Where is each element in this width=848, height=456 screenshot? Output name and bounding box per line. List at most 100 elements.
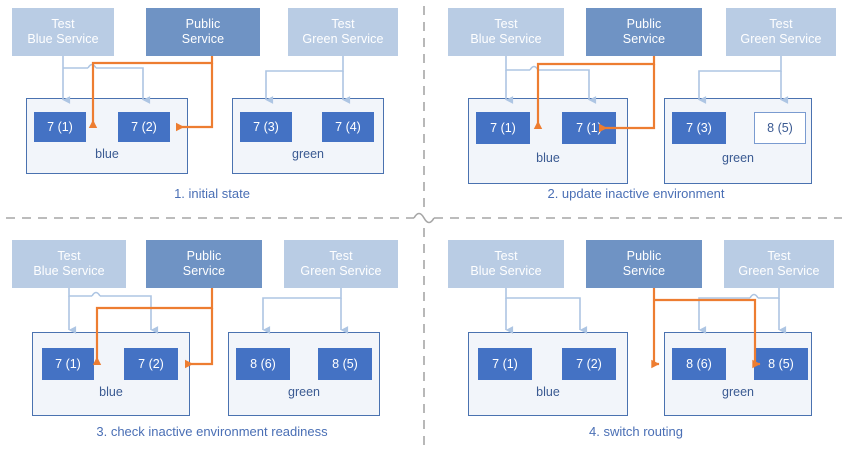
p2-route-to-inst1 [533,56,656,129]
instance-blue-1: 7 (1) [478,348,532,380]
svc-line2: Blue Service [27,32,99,46]
p1-test-green-left [265,56,344,104]
p3-test-green-left [262,288,342,334]
test-blue-service-label: Test Blue Service [33,249,104,279]
public-service-box: Public Service [586,8,702,56]
p4-route-to-inst1 [651,288,660,369]
environment-green-label: green [288,385,320,399]
p1-route-to-inst1 [88,56,214,128]
svc-line2: Green Service [300,264,382,278]
public-service-box: Public Service [586,240,702,288]
p2-test-blue-h1 [505,56,530,71]
instance-blue-1: 7 (1) [42,348,94,380]
public-service-box: Public Service [146,8,260,56]
instance-green-2: 8 (5) [754,112,806,144]
instance-green-1: 8 (6) [672,348,726,380]
test-green-service-box: Test Green Service [288,8,398,56]
test-blue-service-label: Test Blue Service [27,17,98,47]
test-green-service-label: Test Green Service [740,17,821,47]
svc-line1: Public [626,249,662,263]
instance-blue-2: 7 (1) [562,112,616,144]
svc-line1: Test [769,17,793,31]
svc-line2: Service [182,264,226,278]
p2-test-green-left [698,56,782,104]
panel-3: Test Blue Service Public Service Test Gr… [0,228,424,456]
p3-test-blue-jump [91,291,101,297]
p3-route-to-inst2 [185,308,214,369]
svc-line2: Green Service [738,264,820,278]
panel-caption: 1. initial state [174,186,250,201]
p2-test-blue-h2 [538,69,597,104]
panel-caption: 4. switch routing [589,424,683,439]
p3-test-blue-h1 [68,288,92,297]
panel-4: Test Blue Service Public Service Test Gr… [424,228,848,456]
instance-green-2: 8 (5) [318,348,372,380]
instance-green-2: 7 (4) [322,112,374,142]
environment-green-label: green [722,385,754,399]
p3-route-to-inst1 [92,288,214,365]
test-green-service-label: Test Green Service [738,249,819,279]
p3-test-blue-h2 [100,295,159,334]
svc-line1: Test [329,249,353,263]
public-service-label: Public Service [183,249,225,279]
p4-test-green-h1 [758,288,780,299]
instance-blue-2: 7 (2) [124,348,178,380]
p1-route-to-inst2 [176,63,214,132]
public-service-label: Public Service [623,249,665,279]
p2-route-to-inst2 [599,64,656,133]
p4-route-to-inst2 [654,298,761,369]
public-service-label: Public Service [182,17,224,47]
panel-caption: 2. update inactive environment [547,186,725,201]
panel-2: Test Blue Service Public Service Test Gr… [424,0,848,228]
svc-line1: Test [57,249,81,263]
public-service-box: Public Service [146,240,262,288]
p2-test-blue-jump [529,65,539,71]
instance-blue-2: 7 (2) [118,112,170,142]
environment-blue-label: blue [536,151,560,165]
test-blue-service-box: Test Blue Service [12,240,126,288]
instance-green-1: 8 (6) [236,348,290,380]
test-blue-service-box: Test Blue Service [448,240,564,288]
p4-test-green-h2 [698,297,750,334]
environment-blue-label: blue [536,385,560,399]
environment-green-label: green [722,151,754,165]
svc-line2: Service [181,32,225,46]
test-blue-service-box: Test Blue Service [448,8,564,56]
svc-line1: Public [186,249,222,263]
environment-blue-label: blue [99,385,123,399]
instance-blue-2: 7 (2) [562,348,616,380]
instance-blue-1: 7 (1) [476,112,530,144]
panel-dividers [6,6,842,450]
test-green-service-label: Test Green Service [302,17,383,47]
svc-line2: Blue Service [33,264,105,278]
svc-line2: Green Service [302,32,384,46]
svc-line1: Test [767,249,791,263]
test-blue-service-box: Test Blue Service [12,8,114,56]
test-green-service-box: Test Green Service [724,240,834,288]
svc-line1: Test [331,17,355,31]
p4-test-green-jump [749,293,759,299]
test-blue-service-label: Test Blue Service [470,17,541,47]
p1-test-blue-h2 [96,67,151,104]
panel-1: Test Blue Service Public Service Test Gr… [0,0,424,228]
instance-blue-1: 7 (1) [34,112,86,142]
test-green-service-box: Test Green Service [726,8,836,56]
svc-line1: Public [626,17,662,31]
divider-crossing-jump [413,212,435,224]
p4-test-blue-right [505,288,588,334]
svc-line2: Blue Service [470,32,542,46]
svc-line2: Service [622,264,666,278]
instance-green-1: 7 (3) [240,112,292,142]
svc-line1: Test [494,17,518,31]
svc-line1: Public [185,17,221,31]
environment-blue-label: blue [95,147,119,161]
svc-line2: Service [622,32,666,46]
instance-green-1: 7 (3) [672,112,726,144]
svc-line2: Blue Service [470,264,542,278]
test-green-service-label: Test Green Service [300,249,381,279]
test-service-connectors [62,56,789,334]
svc-line1: Test [494,249,518,263]
public-routing-connectors [88,56,761,369]
